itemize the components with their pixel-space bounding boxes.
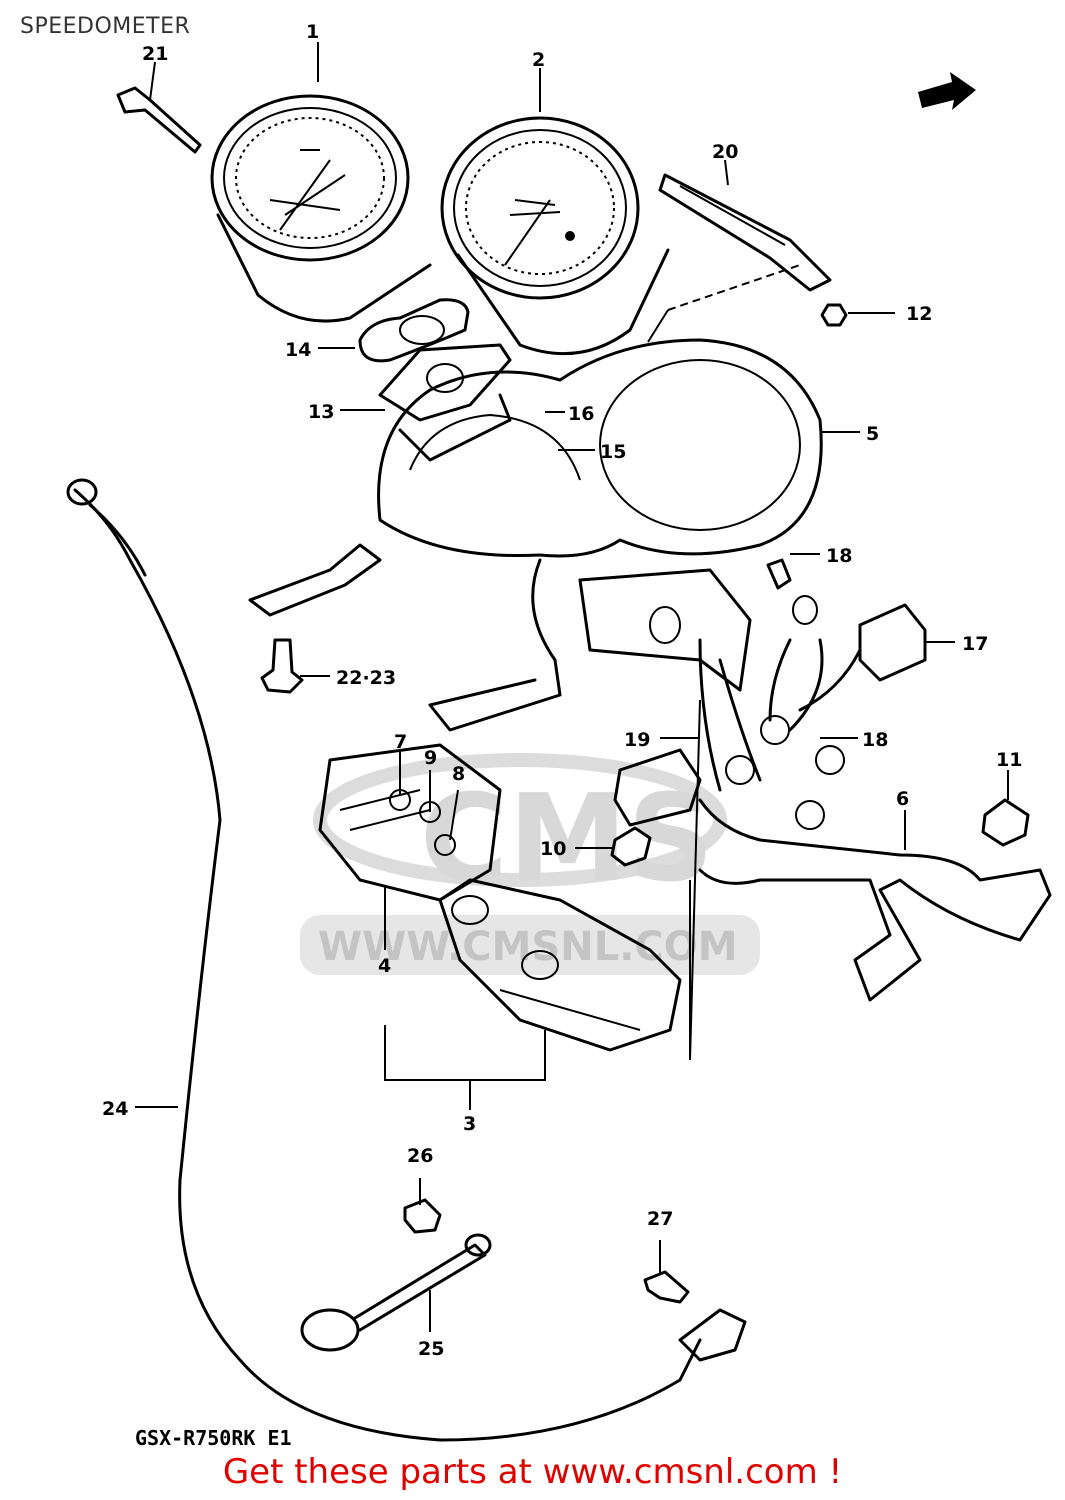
bulb-18-upper [766, 558, 818, 625]
callout-4: 4 [378, 955, 391, 977]
callout-15: 15 [600, 441, 626, 463]
nut-12 [820, 303, 848, 327]
gasket-14 [358, 298, 470, 363]
callout-5: 5 [866, 423, 879, 445]
callout-26: 26 [407, 1145, 433, 1167]
callout-9: 9 [424, 747, 437, 769]
connector-17 [858, 603, 927, 682]
plate-6 [698, 798, 1052, 1002]
callout-2: 2 [532, 49, 545, 71]
grommet-10 [610, 826, 652, 867]
callout-6: 6 [896, 788, 909, 810]
callout-8: 8 [452, 763, 465, 785]
bolt-26 [403, 1198, 442, 1234]
watermark-url: WWW.CMSNL.COM [318, 924, 738, 970]
callout-3: 3 [463, 1113, 476, 1135]
grommet-11 [981, 798, 1030, 847]
callout-leaders [135, 42, 1009, 1332]
screw-22-23 [260, 638, 304, 694]
mounting-bracket [248, 543, 752, 732]
callout-22-23: 22·23 [336, 667, 396, 689]
callout-21: 21 [142, 43, 168, 65]
indicator-housing-3 [318, 743, 682, 1052]
callout-1: 1 [306, 21, 319, 43]
front-direction-arrow [918, 72, 976, 110]
callout-7: 7 [394, 731, 407, 753]
wiring-harness [698, 638, 862, 830]
bolt-27 [643, 1270, 690, 1304]
callout-19: 19 [624, 729, 650, 751]
callout-13: 13 [308, 401, 334, 423]
watermark-logo: CMS [420, 770, 714, 909]
callout-12: 12 [906, 303, 932, 325]
speedometer-gauge [440, 116, 670, 356]
callout-25: 25 [418, 1338, 444, 1360]
adapter-13 [378, 343, 512, 462]
cable-clip-25 [300, 1233, 492, 1352]
bracket-strap [658, 173, 832, 292]
callout-18-upper: 18 [826, 545, 852, 567]
footer-link[interactable]: Get these parts at www.cmsnl.com ! [222, 1452, 843, 1492]
cmsnl-watermark: CMS WWW.CMSNL.COM [300, 753, 760, 975]
callout-11: 11 [996, 749, 1022, 771]
tachometer-gauge [210, 94, 432, 323]
callout-27: 27 [647, 1208, 673, 1230]
bulb-socket [116, 86, 202, 154]
callout-10: 10 [540, 838, 566, 860]
callout-20: 20 [712, 141, 738, 163]
callout-14: 14 [285, 339, 311, 361]
callout-18-lower: 18 [862, 729, 888, 751]
socket-19 [613, 748, 702, 827]
model-code: GSX-R750RK E1 [135, 1426, 292, 1450]
page-title: SPEEDOMETER [20, 14, 191, 39]
callout-16: 16 [568, 403, 594, 425]
speedometer-cable-24 [66, 478, 747, 1442]
callout-24: 24 [102, 1098, 128, 1120]
callout-17: 17 [962, 633, 988, 655]
